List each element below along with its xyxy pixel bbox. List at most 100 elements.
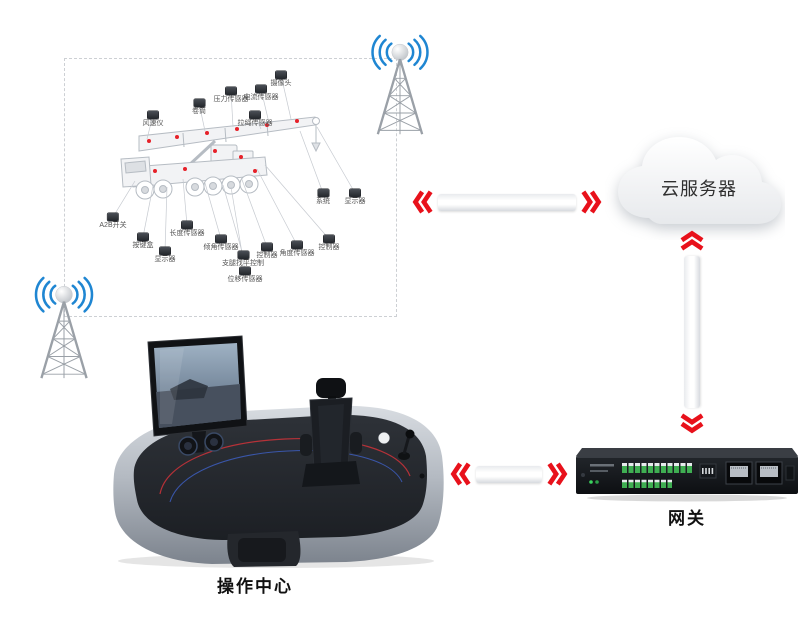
terminal-blocks: [622, 463, 693, 488]
wifi-signal-icon: [34, 276, 94, 313]
gateway-branding: [590, 464, 614, 467]
chevrons-right-icon: [581, 190, 602, 214]
sensor-label: 控制器: [256, 252, 278, 259]
sensor-callout: 卷筒: [192, 99, 206, 116]
sensor-chip-icon: [349, 189, 361, 197]
sensor-chip-icon: [261, 243, 273, 251]
chevrons-left-icon: [450, 462, 471, 486]
sensor-callout: 风速仪: [143, 111, 164, 128]
sensor-label: 显示器: [344, 198, 366, 205]
chevrons-up-icon: [680, 230, 704, 251]
link-bar: [684, 256, 700, 408]
chair-armrest: [300, 434, 312, 456]
cloud-server: 云服务器: [605, 122, 785, 240]
sensor-callout: 支腿找平控制: [222, 251, 264, 268]
cloud-server-label: 云服务器: [661, 179, 737, 199]
joystick: [398, 429, 415, 460]
sensor-chip-icon: [317, 189, 329, 197]
joystick-gimbals: [178, 432, 224, 456]
sensor-chip-icon: [107, 213, 119, 221]
antenna-ball: [391, 43, 409, 61]
sensor-callout: 角度传感器: [280, 241, 315, 258]
sensor-label: 按键盒: [132, 242, 154, 249]
sensor-chip-icon: [147, 111, 159, 119]
sensor-label: 摄像头: [270, 80, 292, 87]
sensor-callout: 按键盒: [133, 233, 154, 250]
chevrons-down-icon: [680, 413, 704, 434]
chair-seat: [302, 461, 360, 487]
link-cloud-gateway: [678, 230, 706, 434]
wifi-signal-icon: [371, 34, 429, 70]
sensor-chip-icon: [193, 99, 205, 107]
crane-wheels: [135, 174, 259, 200]
sensor-label: 电流传感器: [243, 94, 279, 101]
radio-tower-left: [34, 276, 94, 379]
sensor-chip-icon: [159, 247, 171, 255]
link-crane-cloud: [412, 188, 602, 216]
sensor-label: 倾角传感器: [203, 244, 239, 251]
sensor-callout: 显示器: [155, 247, 176, 264]
sensor-leader-lines: [112, 74, 356, 272]
dip-switches: [699, 463, 717, 479]
sensor-chip-icon: [275, 71, 287, 79]
crane-hook: [311, 142, 321, 153]
sensor-chip-icon: [255, 85, 267, 93]
sensor-label: A2B开关: [99, 222, 127, 229]
chair-headrest: [316, 378, 346, 398]
chevrons-left-icon: [412, 190, 433, 214]
sensor-callout: 控制器: [319, 235, 340, 252]
crane-truck: [120, 116, 321, 200]
sensor-label: 系统: [316, 198, 330, 205]
sensor-callout: 压力传感器: [214, 87, 249, 104]
gateway-top-face: [576, 448, 798, 456]
desk-trim-red: [159, 438, 411, 495]
tower-mast: [376, 58, 424, 135]
radio-tower-top: [371, 34, 429, 135]
sensor-chip-icon: [237, 251, 249, 259]
link-bar: [476, 465, 542, 483]
sensor-callout: 拉绳传感器: [238, 111, 273, 128]
sensor-callout: 摄像头: [271, 71, 292, 88]
sensor-chip-icon: [181, 221, 193, 229]
trackball: [378, 432, 390, 444]
sensor-label: 长度传感器: [169, 230, 205, 237]
operation-center: 操作中心: [100, 334, 452, 604]
crane-boom: [138, 116, 316, 152]
sensor-chip-icon: [249, 111, 261, 119]
sensor-label: 显示器: [154, 256, 176, 263]
sensor-label: 风速仪: [142, 120, 164, 127]
sensor-callout: 倾角传感器: [204, 235, 239, 252]
gateway-device: 网关: [574, 440, 800, 532]
sensor-callout: 显示器: [345, 189, 366, 206]
console-monitor: [147, 335, 248, 453]
cloud-icon: 云服务器: [618, 137, 781, 224]
link-bar: [438, 193, 576, 211]
operation-center-label: 操作中心: [217, 577, 293, 596]
operator-chair: [300, 378, 362, 487]
sensor-callout: 电流传感器: [244, 85, 279, 102]
chevrons-right-icon: [547, 462, 568, 486]
power-port: [785, 465, 795, 481]
status-led: [589, 480, 593, 484]
crane-illustration: [120, 116, 321, 200]
sensor-label: 卷筒: [192, 108, 206, 115]
tower-mast: [40, 301, 88, 379]
sensor-callout: 位移传感器: [228, 267, 263, 284]
sensor-markers: [147, 119, 299, 173]
sensor-chip-icon: [323, 235, 335, 243]
ethernet-port: [755, 461, 783, 485]
sensor-callout: 控制器: [257, 243, 278, 260]
sensor-label: 压力传感器: [213, 96, 249, 103]
sensor-label: 角度传感器: [279, 250, 315, 257]
link-console-gateway: [450, 460, 568, 488]
sensor-label: 控制器: [318, 244, 340, 251]
chair-armrest: [350, 432, 362, 454]
sensor-chip-icon: [291, 241, 303, 249]
status-led: [595, 480, 599, 484]
sensor-label: 支腿找平控制: [222, 260, 264, 267]
antenna-ball: [55, 286, 73, 304]
gateway-label: 网关: [668, 509, 706, 528]
